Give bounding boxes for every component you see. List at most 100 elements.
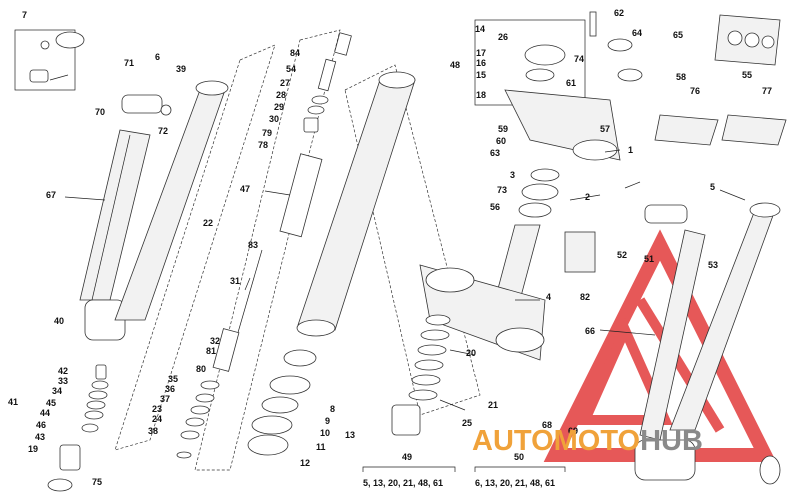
callout-79: 79 (262, 128, 272, 138)
center-inner-tube (247, 64, 481, 456)
callout-2: 2 (585, 192, 590, 202)
watermark-part-auto: AUTO (472, 425, 554, 457)
callout-63: 63 (490, 148, 500, 158)
group-brackets (362, 466, 566, 472)
watermark-text: AUTOMOTOHUB (472, 425, 703, 457)
callout-68: 68 (542, 420, 552, 430)
callout-20: 20 (466, 348, 476, 358)
callout-69: 69 (568, 426, 578, 436)
callout-75: 75 (92, 477, 102, 487)
callout-53: 53 (708, 260, 718, 270)
callout-56: 56 (490, 202, 500, 212)
triple-clamp-assembly (391, 11, 643, 436)
callout-37: 37 (160, 394, 170, 404)
callout-44: 44 (40, 408, 50, 418)
callout-81: 81 (206, 346, 216, 356)
center-tube-body (297, 79, 416, 331)
callout-80: 80 (196, 364, 206, 374)
callout-18: 18 (476, 90, 486, 100)
callout-9: 9 (325, 416, 330, 426)
callout-4: 4 (546, 292, 551, 302)
reflector-82 (564, 231, 596, 273)
callout-54: 54 (286, 64, 296, 74)
callout-50: 50 (514, 452, 524, 462)
detail-box-7 (14, 29, 76, 91)
watermark-inner-triangle (577, 317, 673, 425)
callout-7: 7 (22, 10, 27, 20)
callout-36: 36 (165, 384, 175, 394)
callout-49: 49 (402, 452, 412, 462)
callout-39: 39 (176, 64, 186, 74)
ring-10 (261, 396, 299, 414)
callout-77: 77 (762, 86, 772, 96)
callout-51: 51 (644, 254, 654, 264)
spacer-25 (391, 404, 421, 436)
callout-61: 61 (566, 78, 576, 88)
right-fork-assembly (634, 202, 781, 485)
cartridge-cap-84 (334, 32, 352, 56)
watermark-part-hub: HUB (640, 425, 703, 457)
callout-41: 41 (8, 397, 18, 407)
cartridge-body-47 (279, 153, 323, 238)
callout-12: 12 (300, 458, 310, 468)
callout-16: 16 (476, 58, 486, 68)
left-fork-cap-39 (195, 80, 229, 96)
callout-14: 14 (475, 24, 485, 34)
callout-47: 47 (240, 184, 250, 194)
callout-40: 40 (54, 316, 64, 326)
callout-73: 73 (497, 185, 507, 195)
callout-52: 52 (617, 250, 627, 260)
callout-34: 34 (52, 386, 62, 396)
callout-21: 21 (488, 400, 498, 410)
left-bottom-valve-19 (59, 444, 81, 471)
callout-57: 57 (600, 124, 610, 134)
guard-76 (654, 114, 719, 146)
callout-24: 24 (152, 414, 162, 424)
callout-70: 70 (95, 107, 105, 117)
oil-bottle (759, 455, 781, 485)
callout-46: 46 (36, 420, 46, 430)
left-clamp-70 (121, 94, 163, 114)
washer-9 (269, 375, 311, 395)
callout-43: 43 (35, 432, 45, 442)
callout-32: 32 (210, 336, 220, 346)
leader-lines (64, 149, 746, 411)
callout-67: 67 (46, 190, 56, 200)
washer-73 (521, 183, 559, 201)
right-fork-foot (634, 439, 696, 481)
left-bottom-nut-75 (47, 478, 73, 492)
bearing-3 (530, 168, 560, 182)
callout-15: 15 (476, 70, 486, 80)
right-clamp-70 (644, 204, 688, 224)
callout-74: 74 (574, 54, 584, 64)
watermark-stroke (635, 297, 725, 433)
callout-13: 13 (345, 430, 355, 440)
group-50-parts: 6, 13, 20, 21, 48, 61 (475, 478, 555, 488)
callout-60: 60 (496, 136, 506, 146)
callout-58: 58 (676, 72, 686, 82)
callout-42: 42 (58, 366, 68, 376)
seal-11 (251, 415, 293, 435)
callout-66: 66 (585, 326, 595, 336)
callout-64: 64 (632, 28, 642, 38)
callout-76: 76 (690, 86, 700, 96)
left-fork-assembly (14, 29, 229, 492)
callout-26: 26 (498, 32, 508, 42)
callout-62: 62 (614, 8, 624, 18)
callout-82: 82 (580, 292, 590, 302)
callout-71: 71 (124, 58, 134, 68)
callout-84: 84 (290, 48, 300, 58)
bearing-56 (518, 202, 552, 218)
callout-19: 19 (28, 444, 38, 454)
callout-30: 30 (269, 114, 279, 124)
callout-11: 11 (316, 442, 326, 452)
callout-3: 3 (510, 170, 515, 180)
callout-8: 8 (330, 404, 335, 414)
callout-45: 45 (46, 398, 56, 408)
callout-6: 6 (155, 52, 160, 62)
cartridge-assembly (114, 29, 352, 471)
watermark-part-moto: MOTO (554, 425, 640, 457)
callout-28: 28 (276, 90, 286, 100)
